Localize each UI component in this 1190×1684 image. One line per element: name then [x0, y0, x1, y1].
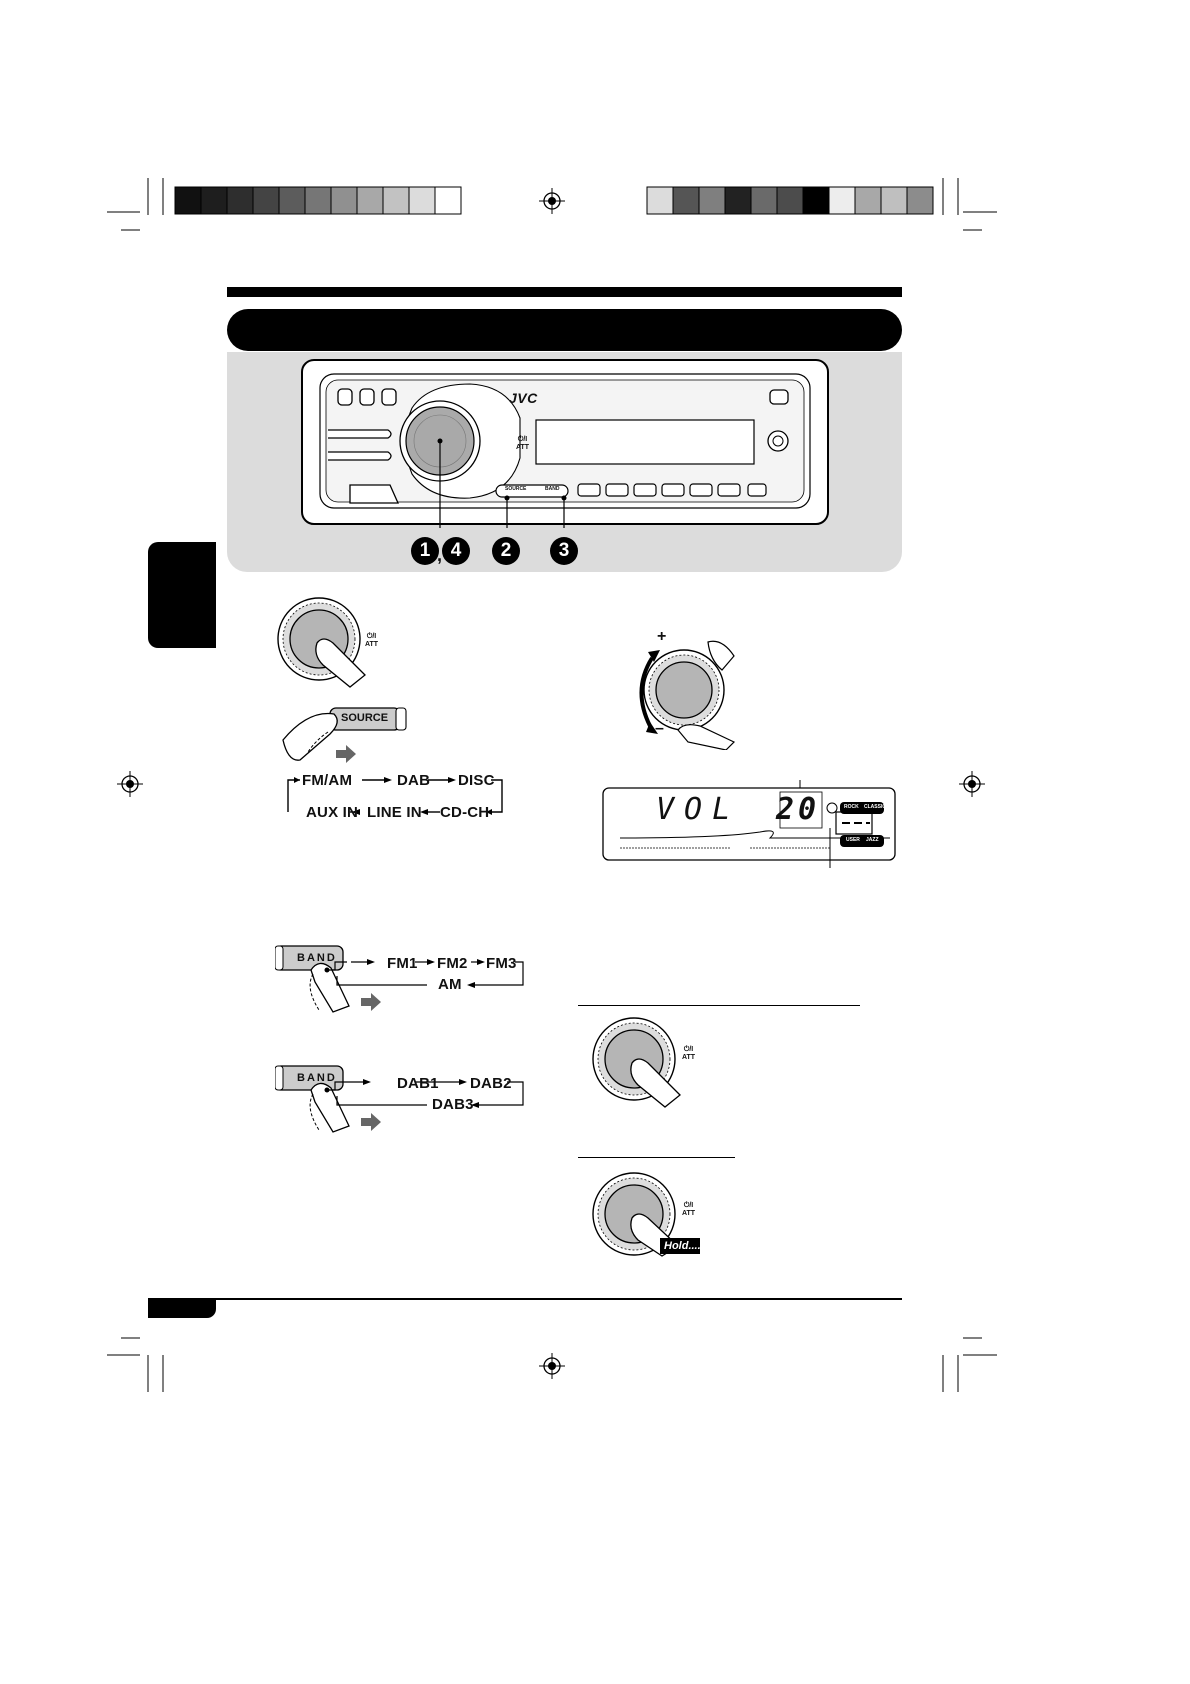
color-swatch [174, 186, 202, 215]
color-swatch [408, 186, 436, 215]
band-dab-illustration [275, 1065, 524, 1133]
unit-source-key[interactable]: SOURCE [505, 486, 527, 492]
brand-logo: JVC [509, 390, 538, 406]
language-tab [148, 542, 216, 648]
footer-rule [148, 1298, 902, 1300]
title-bar [227, 309, 902, 351]
color-swatch [776, 186, 804, 215]
color-swatch [330, 186, 358, 215]
color-swatch [434, 186, 462, 215]
callout-3: 3 [550, 537, 578, 565]
arrow-right-icon [361, 1113, 381, 1131]
source-dab: DAB [397, 772, 431, 789]
band-fm-illustration [275, 945, 524, 1013]
color-swatch [906, 186, 934, 215]
color-swatch [226, 186, 254, 215]
registration-target-icon [539, 188, 565, 214]
callout-1: 1 [411, 537, 439, 565]
finger-icon [630, 1058, 681, 1108]
color-bar-right [646, 186, 934, 215]
source-cycle-arrows [287, 777, 503, 815]
hold-badge: Hold.... [664, 1240, 701, 1252]
finger-icon [310, 962, 350, 1013]
band-dab3: DAB3 [432, 1096, 474, 1113]
color-swatch [802, 186, 830, 215]
arrow-right-icon [361, 993, 381, 1011]
band-fm2: FM2 [437, 955, 468, 972]
band-button-label: BAND [297, 952, 337, 964]
color-bar-left [174, 186, 462, 215]
callout-2: 2 [492, 537, 520, 565]
lcd-tag-rock: ROCK [844, 804, 859, 810]
volume-plus: + [657, 628, 667, 645]
source-aux-in: AUX IN [306, 804, 359, 821]
source-disc: DISC [458, 772, 495, 789]
color-swatch [880, 186, 908, 215]
lcd-display [602, 780, 896, 868]
band-button-label: BAND [297, 1072, 337, 1084]
header-rule [227, 287, 902, 297]
color-swatch [724, 186, 752, 215]
unit-faceplate [301, 359, 829, 528]
color-swatch [304, 186, 332, 215]
registration-target-icon [117, 771, 143, 797]
color-swatch [252, 186, 280, 215]
source-button-label: SOURCE [341, 712, 389, 724]
band-fm3: FM3 [486, 955, 517, 972]
band-dab2: DAB2 [470, 1075, 512, 1092]
arrow-right-icon [336, 745, 356, 763]
band-fm1: FM1 [387, 955, 418, 972]
lcd-tag-classic: CLASSIC [864, 804, 886, 810]
finger-icon [282, 712, 338, 761]
finger-icon [707, 640, 735, 671]
section-rule-mute [578, 1005, 860, 1006]
finger-icon [315, 638, 366, 688]
registration-target-icon [539, 1353, 565, 1379]
unit-band-key[interactable]: BAND [545, 486, 560, 492]
color-swatch [854, 186, 882, 215]
callout-4: 4 [442, 537, 470, 565]
volume-knob-illustration [639, 640, 736, 750]
color-swatch [200, 186, 228, 215]
lcd-volume-value: 20 [776, 792, 821, 827]
color-swatch [750, 186, 778, 215]
callout-comma: , [437, 545, 443, 565]
color-swatch [646, 186, 674, 215]
source-fmam: FM/AM [302, 772, 353, 789]
color-swatch [672, 186, 700, 215]
lcd-tag-user: USER [846, 837, 860, 843]
source-cd-ch: CD-CH [440, 804, 490, 821]
volume-minus: – [655, 720, 664, 737]
lcd-vol-text: VOL [656, 792, 741, 827]
registration-target-icon [959, 771, 985, 797]
band-am: AM [438, 976, 462, 993]
band-dab1: DAB1 [397, 1075, 439, 1092]
page-number-tab [148, 1300, 216, 1318]
color-swatch [828, 186, 856, 215]
print-registration-marks [107, 178, 997, 1392]
color-swatch [698, 186, 726, 215]
source-button-illustration [282, 707, 407, 763]
mute-knob-illustration [592, 1017, 681, 1108]
color-swatch [356, 186, 384, 215]
color-swatch [278, 186, 306, 215]
power-knob-illustration [277, 597, 366, 688]
poweroff-knob-illustration [592, 1172, 700, 1257]
source-line-in: LINE IN [367, 804, 422, 821]
lcd-tag-jazz: JAZZ [866, 837, 879, 843]
color-swatch [382, 186, 410, 215]
finger-icon [677, 724, 736, 750]
section-rule-poweroff [578, 1157, 735, 1158]
finger-icon [310, 1082, 350, 1133]
